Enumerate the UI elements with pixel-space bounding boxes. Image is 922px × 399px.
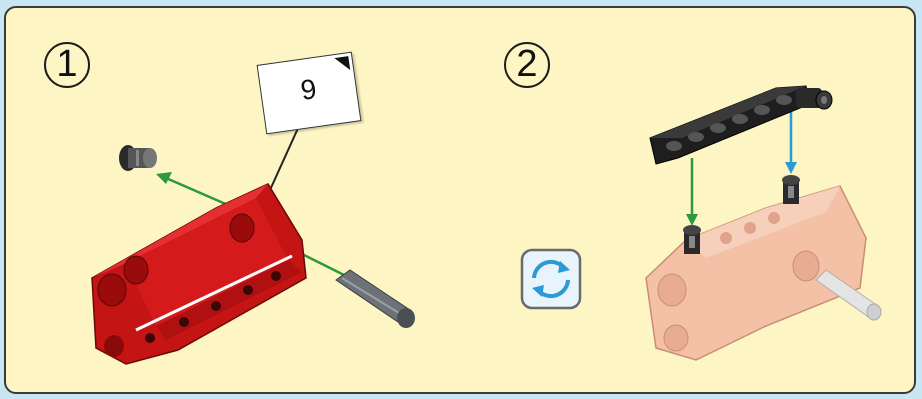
step-number-1: 1 (44, 42, 90, 88)
assembly-illustration (6, 8, 916, 394)
black-pin-left (683, 225, 701, 254)
bush-part (119, 145, 157, 171)
callout-leader-line (270, 126, 299, 190)
instruction-panel: 1 2 9 (4, 6, 916, 394)
black-pin-right (782, 175, 800, 204)
axle-pin-part (336, 270, 415, 328)
callout-corner-mark (334, 56, 350, 72)
step-number-2: 2 (504, 42, 550, 88)
faded-frame-part (646, 186, 866, 360)
rotate-model-icon (520, 248, 582, 310)
parts-callout: 9 (257, 52, 362, 135)
blue-arrow-beam (785, 104, 797, 174)
green-arrow-beam (686, 158, 698, 226)
black-beam-part (650, 86, 832, 164)
red-frame-part (92, 184, 306, 364)
